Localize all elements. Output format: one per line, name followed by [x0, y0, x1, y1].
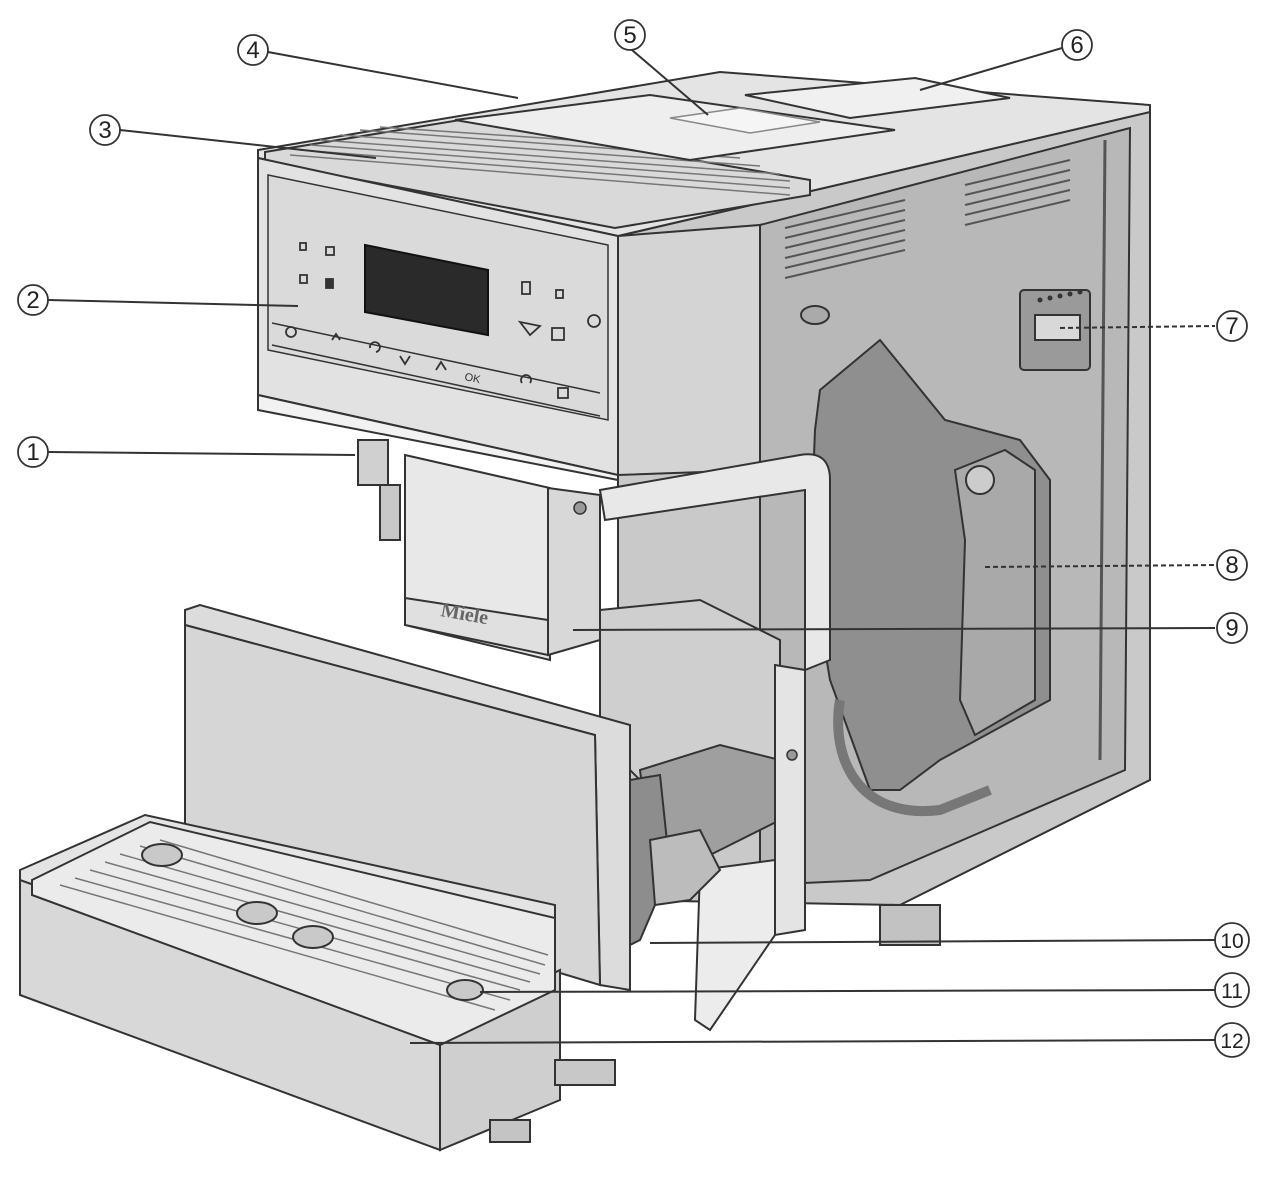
service-door: [598, 453, 831, 1032]
display-screen: [364, 243, 489, 337]
water-tank-lid: [744, 76, 1011, 120]
callout-8: 8: [1216, 549, 1248, 581]
svg-text:7: 7: [1225, 313, 1238, 340]
callout-12: 12: [1214, 1022, 1250, 1058]
vent-grille-left: [784, 199, 906, 279]
machine-front: OK: [257, 156, 761, 482]
leader-lines: [47, 47, 1216, 1044]
callout-9: 9: [1216, 612, 1248, 644]
grid-hole: [292, 925, 334, 949]
svg-text:6: 6: [1070, 32, 1083, 59]
panel-icons: [285, 242, 601, 341]
machine-top: [257, 70, 1151, 238]
bean-container-lid: [454, 93, 896, 162]
grid-hole: [236, 901, 278, 925]
callout-6: 6: [1061, 29, 1093, 61]
svg-text:1: 1: [26, 439, 39, 466]
svg-text:9: 9: [1225, 615, 1238, 642]
svg-text:12: 12: [1220, 1030, 1243, 1053]
svg-text:8: 8: [1225, 552, 1238, 579]
callout-1: 1: [17, 436, 49, 468]
vent-grille-right: [964, 159, 1071, 226]
drip-tray: [19, 603, 722, 1152]
panel-label-ok: OK: [463, 371, 482, 386]
svg-text:3: 3: [98, 117, 111, 144]
svg-text:10: 10: [1220, 930, 1243, 953]
hot-water-spout: [357, 439, 389, 486]
svg-text:11: 11: [1221, 980, 1243, 1003]
svg-text:2: 2: [26, 287, 39, 314]
callout-2: 2: [17, 284, 49, 316]
callout-3: 3: [89, 114, 121, 146]
grid-hole: [141, 843, 183, 867]
callout-7: 7: [1216, 310, 1248, 342]
brew-unit: [953, 448, 1036, 737]
callout-4: 4: [237, 34, 269, 66]
svg-text:5: 5: [623, 22, 636, 49]
dispenser: Miele: [357, 439, 781, 862]
callout-10: 10: [1214, 922, 1250, 958]
callout-11: 11: [1214, 972, 1250, 1008]
callout-5: 5: [614, 19, 646, 51]
grid-hole: [446, 979, 484, 1001]
svg-text:4: 4: [246, 37, 259, 64]
